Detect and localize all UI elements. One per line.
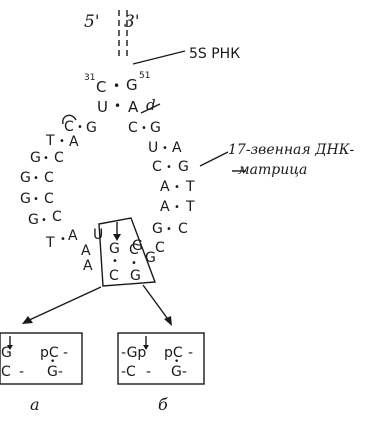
base-a: A — [128, 98, 139, 116]
right-base-1: G — [150, 120, 161, 136]
right-base-5: C — [178, 221, 188, 237]
dna-label: 17-звенная ДНК- — [228, 142, 355, 158]
pair-dot: • — [113, 79, 120, 93]
pair-dot: • — [174, 202, 180, 213]
rna-pointer-line — [132, 50, 186, 65]
d-underline — [140, 103, 161, 114]
arrowhead-a — [22, 316, 33, 324]
pair-dot: • — [162, 143, 168, 154]
panel-a-caption: а — [30, 395, 40, 414]
position-31: 31 — [84, 73, 95, 83]
left-base-4: G — [20, 170, 31, 186]
left-pair-6: C — [52, 209, 62, 225]
arrow-to-panel-a — [24, 286, 102, 323]
loop-base-u: U — [93, 227, 103, 243]
pair-dot: • — [41, 215, 47, 226]
panel-b-r2-c: -C — [121, 364, 136, 380]
panel-a-cut-arrowhead — [7, 345, 13, 350]
right-base-a: A — [172, 140, 182, 156]
pair-dot: • — [141, 123, 147, 134]
loop-base-g: G — [109, 241, 120, 257]
cleavage-arrowhead — [113, 234, 121, 241]
left-base-2: T — [45, 133, 55, 149]
pair-dot: • — [174, 182, 180, 193]
left-pair-4: C — [44, 170, 54, 186]
panel-a-box — [0, 332, 83, 385]
pair-dot: • — [114, 99, 121, 113]
three-prime-label: 3' — [124, 12, 140, 32]
loop-base-c2: C — [109, 268, 119, 284]
panel-a-r1-pc: pC — [40, 345, 59, 361]
panel-a-r1-dash: - — [63, 345, 68, 361]
cleavage-box — [98, 217, 156, 287]
pair-dot: • — [33, 173, 39, 184]
arrowhead-b — [164, 316, 172, 326]
left-base-7: T — [45, 235, 55, 251]
pair-dot: • — [112, 256, 118, 267]
left-pair-5: C — [44, 191, 54, 207]
left-pair-2: A — [69, 134, 79, 150]
panel-a-r2-dash: - — [19, 364, 24, 380]
left-hook-mark — [62, 114, 77, 125]
rna-label: 5S РНК — [189, 46, 240, 62]
right-pair-5: G — [152, 221, 163, 237]
left-base-5: G — [20, 191, 31, 207]
panel-b-r2-g: G- — [171, 364, 187, 380]
right-base-6: G — [132, 238, 143, 254]
pair-dot: • — [166, 224, 172, 235]
d-mark: d — [146, 96, 156, 114]
pair-dot: • — [43, 153, 49, 164]
left-base-1: C — [64, 119, 74, 135]
position-51: 51 — [139, 71, 150, 81]
five-prime-label: 5' — [84, 12, 100, 32]
loop-base-a: A — [81, 243, 91, 259]
left-pair-3: C — [54, 150, 64, 166]
pair-dot: • — [59, 136, 65, 147]
dna-label-line2: матрица — [238, 162, 307, 178]
base-top-c: C — [96, 78, 106, 96]
panel-b-box — [117, 332, 205, 385]
right-pair-1: C — [128, 120, 138, 136]
right-pair-2: C — [152, 159, 162, 175]
loop-base-a2: A — [83, 258, 93, 274]
panel-a-r1-g: G — [1, 345, 12, 361]
panel-b-r2-dash: - — [146, 364, 151, 380]
panel-b-r1-pc: pC — [164, 345, 183, 361]
panel-a-r2-c: C — [1, 364, 11, 380]
right-base-8: G — [145, 250, 156, 266]
left-pair-1: G — [86, 120, 97, 136]
pair-dot: • — [50, 357, 55, 367]
left-pair-7: A — [68, 228, 78, 244]
panel-a-r2-g: G- — [47, 364, 63, 380]
right-pair-4: A — [160, 199, 170, 215]
panel-b-r1-gp: -Gp — [121, 345, 146, 361]
right-pair-3: A — [160, 179, 170, 195]
loop-base-c: C — [129, 242, 139, 258]
right-base-3: T — [185, 179, 195, 195]
right-base-2: G — [178, 159, 189, 175]
right-base-7: C — [155, 240, 165, 256]
base-u: U — [97, 98, 108, 116]
pair-dot: • — [131, 258, 137, 269]
left-base-6: G — [28, 212, 39, 228]
right-base-4: T — [185, 199, 195, 215]
base-top-g: G — [126, 76, 138, 94]
dna-pointer-line — [199, 151, 229, 167]
pair-dot: • — [166, 162, 172, 173]
pair-dot: • — [60, 234, 66, 245]
panel-b-cut-arrowhead — [143, 345, 149, 350]
arrow-to-panel-b — [142, 284, 171, 323]
panel-b-caption: б — [158, 395, 168, 414]
right-base-u: U — [148, 140, 158, 156]
loop-base-g2: G — [130, 268, 141, 284]
pair-dot: • — [33, 194, 39, 205]
left-base-3: G — [30, 150, 41, 166]
pair-dot: • — [77, 122, 83, 133]
pair-dot: • — [174, 357, 179, 367]
panel-b-r1-dash: - — [188, 345, 193, 361]
